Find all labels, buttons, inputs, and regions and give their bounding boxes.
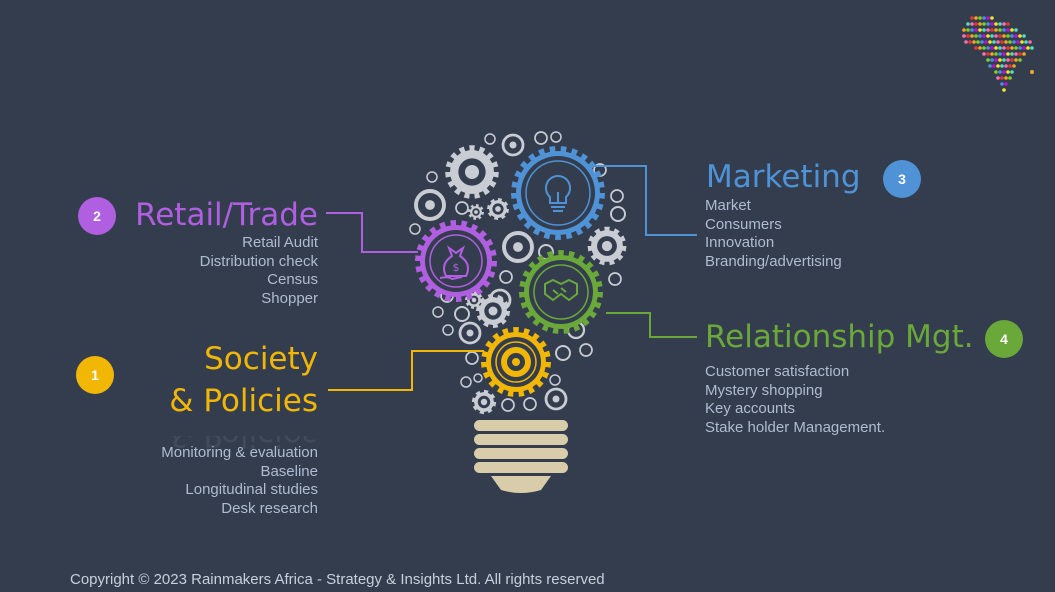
badge-relationship: 4 bbox=[985, 320, 1023, 358]
small-gear-icon bbox=[487, 198, 509, 220]
small-gear-icon bbox=[442, 324, 454, 336]
small-gear-icon bbox=[499, 270, 513, 284]
items-society: Monitoring & evaluation Baseline Longitu… bbox=[161, 444, 318, 518]
small-gear-icon bbox=[426, 171, 438, 183]
items-marketing: Market Consumers Innovation Branding/adv… bbox=[705, 197, 842, 271]
badge-society: 1 bbox=[76, 356, 114, 394]
item-stakeholder: Stake holder Management. bbox=[705, 418, 886, 436]
small-gear-icon bbox=[610, 189, 624, 203]
items-retail: Retail Audit Distribution check Census S… bbox=[200, 234, 318, 308]
item-distribution-check: Distribution check bbox=[199, 252, 318, 270]
small-gear-icon bbox=[550, 131, 562, 143]
item-monitoring: Monitoring & evaluation bbox=[161, 444, 318, 461]
bulb-base bbox=[474, 420, 568, 493]
small-gear-icon bbox=[414, 189, 446, 221]
small-gear-icon bbox=[579, 343, 593, 357]
small-gear-icon bbox=[587, 226, 627, 266]
item-desk-research: Desk research bbox=[221, 499, 318, 517]
footer-copyright: Copyright © 2023 Rainmakers Africa - Str… bbox=[70, 571, 605, 588]
item-consumers: Consumers bbox=[705, 215, 782, 233]
gear-relationship bbox=[519, 250, 603, 334]
title-society-line2: & Policies bbox=[169, 383, 318, 419]
small-gear-icon bbox=[608, 272, 622, 286]
small-gear-icon bbox=[473, 373, 483, 383]
small-gear-icon bbox=[534, 131, 548, 145]
item-customer-satisfaction: Customer satisfaction bbox=[705, 363, 850, 380]
small-gear-icon bbox=[454, 306, 470, 322]
badge-marketing: 3 bbox=[883, 160, 921, 198]
connector-society bbox=[328, 350, 484, 391]
small-gear-icon bbox=[502, 231, 534, 263]
small-gear-icon bbox=[460, 376, 472, 388]
connector-retail bbox=[326, 212, 418, 253]
small-gear-icon bbox=[610, 206, 626, 222]
small-gear-icon bbox=[465, 351, 479, 365]
handshake-icon bbox=[544, 278, 578, 302]
small-gear-icon bbox=[409, 223, 421, 235]
small-gear-icon bbox=[501, 398, 515, 412]
lightbulb-icon bbox=[544, 174, 572, 212]
gear-inner-icon bbox=[501, 347, 531, 377]
item-baseline: Baseline bbox=[260, 462, 318, 480]
item-mystery-shopping: Mystery shopping bbox=[705, 381, 823, 399]
small-gear-icon bbox=[523, 397, 537, 411]
gear-retail bbox=[415, 220, 497, 302]
logo-africa-icon bbox=[962, 16, 1034, 92]
title-society-line1: Society bbox=[204, 341, 318, 377]
small-gear-icon bbox=[468, 204, 484, 220]
small-gear-icon bbox=[501, 133, 525, 157]
small-gear-icon bbox=[484, 133, 496, 145]
item-longitudinal: Longitudinal studies bbox=[185, 481, 318, 499]
svg-text:$: $ bbox=[453, 261, 460, 274]
connector-relationship bbox=[606, 312, 697, 338]
small-gear-icon bbox=[544, 387, 568, 411]
item-market: Market bbox=[705, 197, 751, 214]
small-gear-icon bbox=[432, 306, 444, 318]
small-gear-icon bbox=[455, 201, 469, 215]
connector-marketing bbox=[594, 165, 697, 236]
item-innovation: Innovation bbox=[705, 234, 775, 252]
item-key-accounts: Key accounts bbox=[705, 400, 796, 418]
small-gear-icon bbox=[458, 321, 482, 345]
money-bag-icon: $ bbox=[439, 245, 469, 281]
item-census: Census bbox=[267, 271, 318, 289]
title-marketing: Marketing bbox=[706, 159, 861, 195]
small-gear-icon bbox=[445, 145, 499, 199]
item-retail-audit: Retail Audit bbox=[242, 234, 318, 251]
badge-retail: 2 bbox=[78, 197, 116, 235]
small-gear-icon bbox=[549, 374, 561, 386]
small-gear-icon bbox=[555, 345, 571, 361]
small-gear-icon bbox=[475, 293, 511, 329]
title-relationship: Relationship Mgt. bbox=[705, 319, 974, 355]
title-retail: Retail/Trade bbox=[135, 197, 318, 233]
small-gear-icon bbox=[471, 389, 497, 415]
item-shopper: Shopper bbox=[261, 289, 318, 307]
items-relationship: Customer satisfaction Mystery shopping K… bbox=[705, 363, 885, 437]
item-branding: Branding/advertising bbox=[705, 252, 842, 270]
